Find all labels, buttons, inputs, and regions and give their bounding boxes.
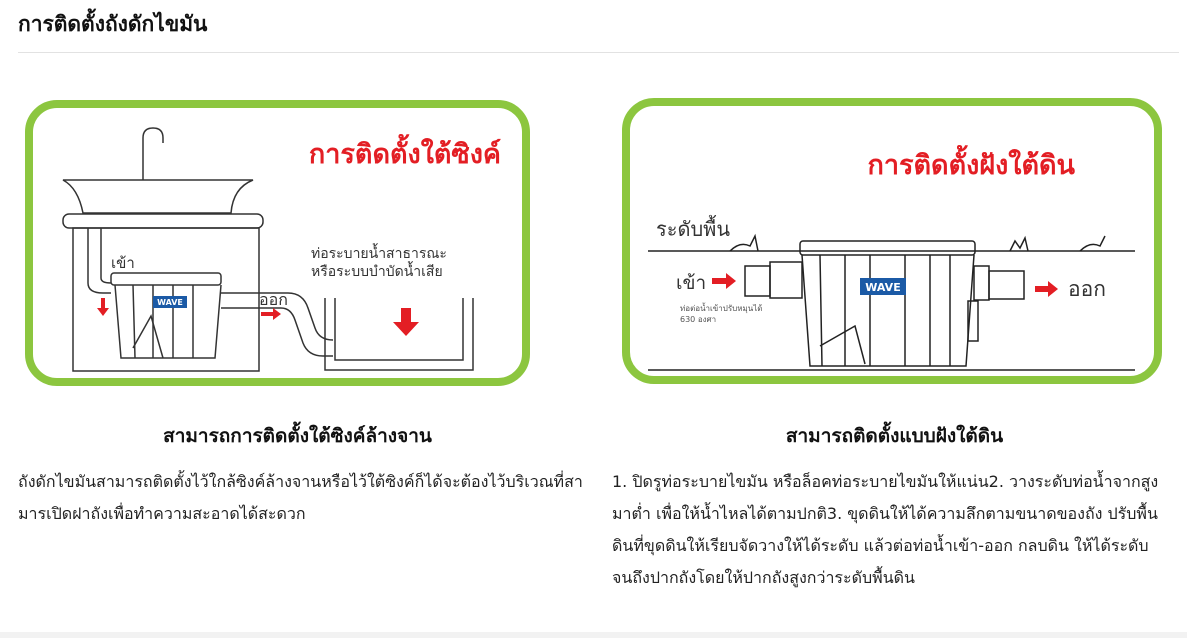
drain-label-1: ท่อระบายน้ำสาธารณะ [311,243,447,262]
underground-diagram: การติดตั้งฝังใต้ดิน ระดับพื้น WAVE เข้า … [648,144,1135,371]
outlet-label: ออก [259,290,288,309]
page-title: การติดตั้งถังดักไขมัน [18,12,208,36]
diagram-heading: การติดตั้งใต้ซิงค์ [309,133,501,170]
drain-label-2: หรือระบบบำบัดน้ำเสีย [311,261,443,280]
outlet-label: ออก [1068,277,1106,301]
section-subtitle-underground: สามารถติดตั้งแบบฝังใต้ดิน [785,425,1004,447]
ground-level-label: ระดับพื้น [656,215,730,241]
flow-arrow-icons [712,273,1058,297]
footer-band [0,632,1187,638]
diagram-heading: การติดตั้งฝังใต้ดิน [867,144,1075,181]
section-description-under-sink: ถังดักไขมันสามารถติดตั้งไว้ใกล้ซิงค์ล้าง… [18,472,583,523]
divider [18,52,1179,53]
brand-logo: WAVE [157,298,183,307]
faucet-icon [142,127,164,180]
under-sink-diagram: WAVE การติดตั้งใต้ซิงค์ เข้า ออก ท่อระบา… [62,127,501,372]
inlet-label: เข้า [111,254,135,272]
inlet-label: เข้า [676,272,706,294]
brand-logo: WAVE [865,281,900,294]
section-description-underground: 1. ปิดรูท่อระบายไขมัน หรือล็อคท่อระบายไข… [612,472,1159,587]
inlet-note-2: 630 องศา [680,315,716,324]
underground-illustration: การติดตั้งฝังใต้ดิน ระดับพื้น WAVE เข้า … [622,98,1162,384]
under-sink-illustration: WAVE การติดตั้งใต้ซิงค์ เข้า ออก ท่อระบา… [25,100,530,386]
sink-icon [62,179,254,214]
section-subtitle-under-sink: สามารถการติดตั้งใต้ซิงค์ล้างจาน [163,425,432,447]
flow-arrow-icons [97,298,419,336]
inlet-note-1: ท่อต่อน้ำเข้าปรับหมุนได้ [680,302,762,313]
